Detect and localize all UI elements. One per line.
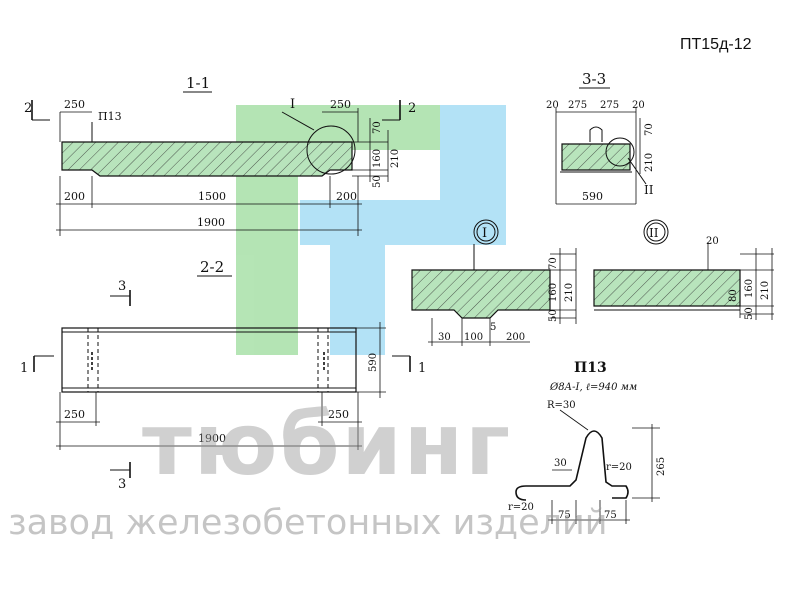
section-1-1: 1-1 2 2 П13 I 250 250 70 160 50 210 [24, 74, 416, 236]
detail-II-label: II [649, 226, 659, 240]
svg-text:1900: 1900 [198, 432, 226, 445]
bar-p13-title: П13 [574, 360, 607, 376]
bar-label-p13: П13 [98, 110, 122, 123]
detail-I-label: I [482, 226, 487, 241]
svg-text:200: 200 [64, 190, 85, 203]
factory-watermark: завод железобетонных изделий [8, 503, 608, 543]
section-2-2-title: 2-2 [200, 258, 224, 276]
section-3-3-title: 3-3 [582, 70, 606, 88]
svg-text:250: 250 [328, 408, 349, 421]
svg-text:265: 265 [656, 457, 667, 476]
section-1-1-title: 1-1 [186, 74, 210, 92]
svg-text:50: 50 [548, 309, 559, 322]
svg-text:20: 20 [546, 100, 559, 111]
section-2-2: 2-2 3 3 1 1 590 250 [20, 258, 426, 492]
svg-text:5: 5 [490, 322, 496, 333]
svg-text:50: 50 [372, 175, 383, 188]
svg-text:160: 160 [372, 149, 383, 168]
svg-text:1: 1 [418, 361, 426, 376]
svg-text:275: 275 [600, 100, 619, 111]
svg-text:200: 200 [506, 332, 525, 343]
svg-text:210: 210 [564, 283, 575, 302]
bar-p13-detail: П13 Ø8А-I, ℓ=940 мм R=30 r=20 r=20 30 26… [508, 360, 667, 524]
svg-text:80: 80 [728, 289, 739, 302]
svg-text:160: 160 [548, 283, 559, 302]
svg-text:590: 590 [368, 353, 379, 372]
slab-3-3-body [561, 143, 631, 171]
svg-text:75: 75 [604, 510, 617, 521]
detail-I-body [411, 269, 551, 319]
svg-text:30: 30 [438, 332, 451, 343]
detail-I: I 70 160 50 210 30 100 5 200 [411, 219, 577, 346]
section-3-3: 3-3 20 275 275 20 70 210 590 II [546, 70, 655, 205]
svg-text:20: 20 [706, 236, 719, 247]
detail-callout-II-small: 590 [582, 190, 603, 203]
detail-callout-I: I [290, 97, 295, 112]
brand-watermark: тюбинг [142, 395, 513, 495]
bar-p13-spec: Ø8А-I, ℓ=940 мм [549, 382, 637, 393]
svg-text:210: 210 [644, 153, 655, 172]
svg-text:3: 3 [118, 279, 126, 294]
slab-2-2-plan [61, 327, 357, 393]
svg-text:R=30: R=30 [547, 400, 576, 411]
svg-text:210: 210 [390, 149, 401, 168]
detail-II: II 20 80 160 50 210 [593, 219, 774, 320]
svg-text:30: 30 [554, 458, 567, 469]
svg-text:210: 210 [760, 281, 771, 300]
svg-text:250: 250 [64, 98, 85, 111]
svg-text:70: 70 [548, 257, 559, 270]
svg-text:70: 70 [644, 123, 655, 136]
svg-text:r=20: r=20 [606, 462, 632, 473]
svg-text:3: 3 [118, 477, 126, 492]
svg-text:100: 100 [464, 332, 483, 343]
svg-text:50: 50 [744, 307, 755, 320]
svg-text:250: 250 [330, 98, 351, 111]
svg-text:1: 1 [20, 361, 28, 376]
svg-text:200: 200 [336, 190, 357, 203]
product-code: ПТ15д-12 [680, 36, 752, 53]
detail-II-body [593, 269, 741, 307]
bar-p13-shape [515, 430, 629, 501]
svg-text:1900: 1900 [197, 216, 225, 229]
detail-marker-II: II [644, 183, 654, 197]
cut-label-2-right: 2 [408, 101, 416, 116]
svg-text:75: 75 [558, 510, 571, 521]
slab-1-1-body [61, 141, 353, 177]
svg-text:70: 70 [372, 121, 383, 134]
svg-text:1500: 1500 [198, 190, 226, 203]
svg-text:r=20: r=20 [508, 502, 534, 513]
svg-text:20: 20 [632, 100, 645, 111]
cut-label-2-left: 2 [24, 101, 32, 116]
svg-text:160: 160 [744, 279, 755, 298]
svg-text:250: 250 [64, 408, 85, 421]
svg-text:275: 275 [568, 100, 587, 111]
